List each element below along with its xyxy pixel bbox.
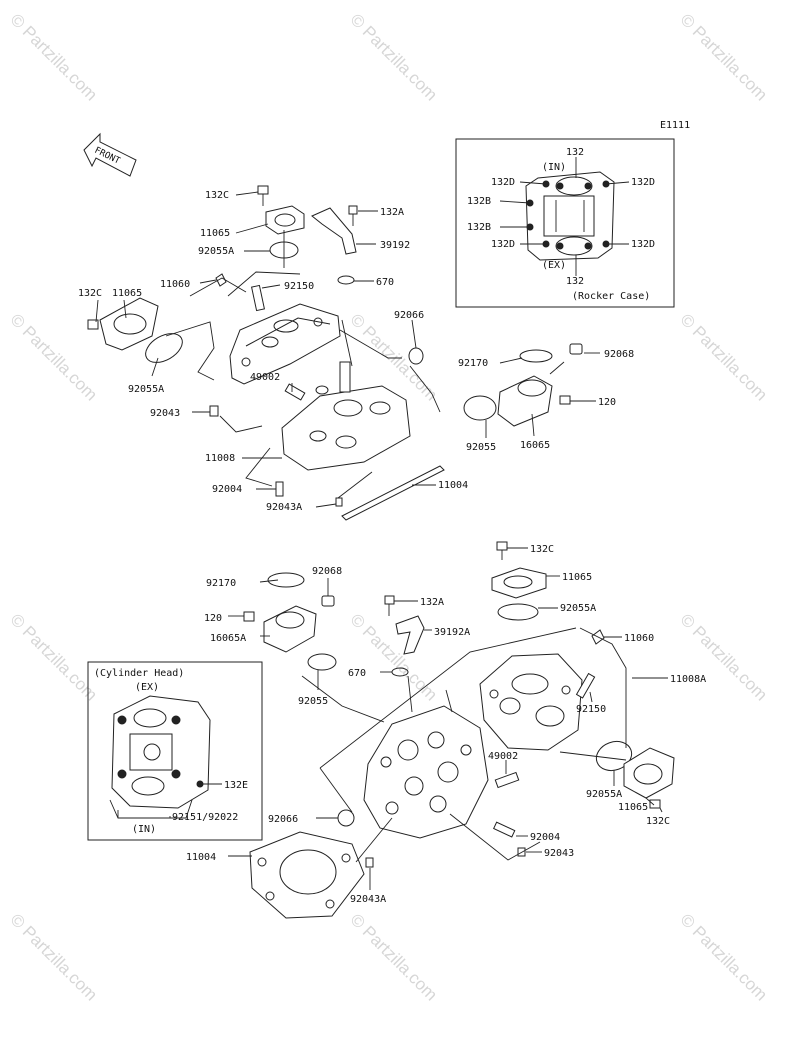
label-92055A-left: 92055A	[128, 384, 164, 395]
label-670: 670	[348, 668, 366, 679]
label-11004: 11004	[186, 852, 216, 863]
label-92068: 92068	[604, 349, 634, 360]
head-in-label: (IN)	[132, 824, 156, 835]
label-11065: 11065	[562, 572, 592, 583]
label-92043: 92043	[544, 848, 574, 859]
label-16065A: 16065A	[210, 633, 246, 644]
label-132D: 132D	[491, 239, 515, 250]
clamp-92170-part	[519, 349, 553, 363]
label-11065: 11065	[200, 228, 230, 239]
head-inset-title: (Cylinder Head)	[94, 668, 184, 679]
label-39192: 39192	[380, 240, 410, 251]
cylinder-head-main-part	[363, 705, 489, 839]
label-92055: 92055	[466, 442, 496, 453]
label-11008: 11008	[205, 453, 235, 464]
cylinder-head-11008a-part	[479, 653, 583, 751]
label-120: 120	[598, 397, 616, 408]
label-16065: 16065	[520, 440, 550, 451]
rocker-case-title: (Rocker Case)	[572, 291, 650, 302]
bolt-132c-part	[257, 185, 269, 206]
label-11065-right: 11065	[618, 802, 648, 813]
label-670: 670	[376, 277, 394, 288]
cylinder-head-11008-part	[281, 361, 411, 471]
label-132C: 132C	[530, 544, 554, 555]
front-arrow-icon: FRONT	[83, 132, 137, 177]
label-92066: 92066	[268, 814, 298, 825]
gasket-11004-lower-part	[249, 831, 365, 919]
cylinder-head-inset: (Cylinder Head) (EX) 132E 92151/92022 (I…	[87, 661, 263, 841]
label-11060: 11060	[624, 633, 654, 644]
label-92055A: 92055A	[560, 603, 596, 614]
label-132E: 132E	[224, 780, 248, 791]
label-92004: 92004	[530, 832, 560, 843]
pipe-39192-part	[311, 207, 357, 255]
label-92043A: 92043A	[350, 894, 386, 905]
label-132B: 132B	[467, 196, 491, 207]
rocker-ex-label: (EX)	[542, 260, 566, 271]
label-92055: 92055	[298, 696, 328, 707]
label-132A: 132A	[420, 597, 444, 608]
label-92043A: 92043A	[266, 502, 302, 513]
upper-rocker-case-assembly: 132C 11065 92055A 132A 39192 11060 92150…	[78, 185, 634, 521]
label-92150: 92150	[576, 704, 606, 715]
label-132A: 132A	[380, 207, 404, 218]
rocker-case-inset: 132 (IN) 132D 132D 132B 132B 132D 132D (…	[455, 138, 675, 308]
label-39192A: 39192A	[434, 627, 470, 638]
label-92150: 92150	[284, 281, 314, 292]
head-ex-label: (EX)	[135, 682, 159, 693]
rocker-case-drawing	[525, 171, 615, 261]
diagram-code: E1111	[660, 120, 690, 131]
label-132D: 132D	[631, 177, 655, 188]
oring-670-part	[337, 275, 355, 285]
label-132C-left: 132C	[78, 288, 102, 299]
label-92170: 92170	[458, 358, 488, 369]
label-132-bottom: 132	[566, 276, 584, 287]
label-92170: 92170	[206, 578, 236, 589]
label-11004: 11004	[438, 480, 468, 491]
cover-11065-part	[265, 205, 305, 235]
cover-11065-left-part	[99, 297, 159, 351]
label-92055A-right: 92055A	[586, 789, 622, 800]
rocker-in-label: (IN)	[542, 162, 566, 173]
gasket-11004-part	[341, 465, 445, 521]
joint-16065-part	[497, 375, 553, 427]
label-132C-right: 132C	[646, 816, 670, 827]
label-11065-left: 11065	[112, 288, 142, 299]
label-132D: 132D	[491, 177, 515, 188]
label-120: 120	[204, 613, 222, 624]
label-92043: 92043	[150, 408, 180, 419]
label-92055A: 92055A	[198, 246, 234, 257]
label-132D: 132D	[631, 239, 655, 250]
label-92004: 92004	[212, 484, 242, 495]
label-49002: 49002	[488, 751, 518, 762]
label-132B: 132B	[467, 222, 491, 233]
label-11008A: 11008A	[670, 674, 706, 685]
label-132-top: 132	[566, 147, 584, 158]
label-92151-92022: 92151/92022	[172, 812, 238, 823]
rocker-case-11008-part	[229, 303, 341, 385]
label-11060: 11060	[160, 279, 190, 290]
label-132C: 132C	[205, 190, 229, 201]
label-92068: 92068	[312, 566, 342, 577]
lower-cylinder-head-assembly: 132C 11065 92055A 11060 11008A 92150 921…	[186, 541, 706, 919]
label-49002: 49002	[250, 372, 280, 383]
label-92066: 92066	[394, 310, 424, 321]
